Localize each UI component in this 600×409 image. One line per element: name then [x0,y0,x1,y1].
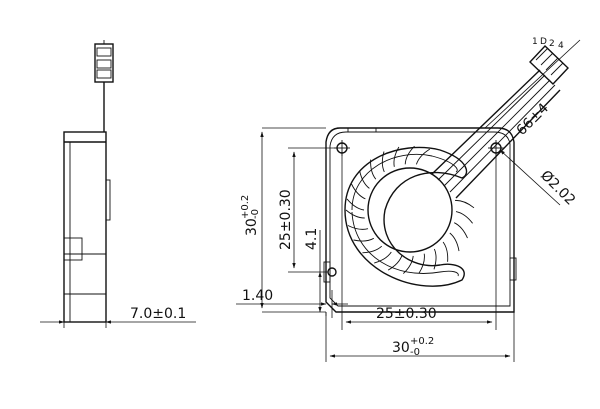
overall-height-tol-plus: +0.2 [240,195,251,219]
impeller-blade [454,222,468,239]
impeller-blades [345,145,475,274]
front-view: 1 D 2 4 66±4 Ø2.02 30 +0.2 -0 [236,37,581,362]
overall-width-dimension: 30 +0.2 -0 [325,312,515,362]
mount-height-dimension: 25±0.30 [278,147,336,273]
overall-width-tol-minus: -0 [410,347,420,358]
fan-impeller [344,145,475,287]
impeller-blade [402,255,414,274]
impeller-blade [346,198,365,211]
mount-width-label: 25±0.30 [376,306,437,322]
impeller-blade [415,148,431,165]
ribbon-cable [431,69,561,199]
impeller-blade [442,241,449,262]
cable-connector [529,45,569,85]
impeller-blade [370,159,377,180]
side-view: 7.0±0.1 [40,40,196,328]
side-thickness-dimension: 7.0±0.1 [40,306,196,328]
impeller-blade [345,209,365,219]
pin-2: 2 [549,39,555,49]
impeller-hub [367,167,453,253]
mount-height-label: 25±0.30 [278,189,294,250]
overall-height-dimension: 30 +0.2 -0 [240,127,326,313]
offset-horizontal-label: 1.40 [242,288,273,304]
impeller-blade [353,237,375,242]
impeller-blade [393,146,400,167]
impeller-blade [418,253,425,274]
mounting-hole-bottom-left [327,267,337,277]
pin-numbers: 1 D 2 4 [532,37,564,51]
offset-vertical-label: 4.1 [304,228,320,250]
mount-width-dimension: 25±0.30 [341,152,497,330]
offset-horizontal-dimension: 1.40 [236,288,348,318]
overall-width-tol-plus: +0.2 [410,336,434,347]
impeller-blade [454,199,475,209]
cable-length-label: 66±4 [514,100,553,139]
side-connector [94,40,114,83]
impeller-blade [404,145,415,165]
cable-length-dimension: 66±4 [484,39,581,139]
pin-d: D [540,37,547,47]
impeller-blade [433,248,437,270]
impeller-blade [381,151,385,173]
impeller-blade [362,245,383,254]
offset-vertical-dimension: 4.1 [304,228,322,313]
pin-1: 1 [532,37,538,47]
side-thickness-label: 7.0±0.1 [130,306,186,322]
impeller-blade [455,211,473,224]
impeller-blade [374,251,392,264]
overall-height-value: 30 [244,218,260,236]
impeller-blade [347,225,369,230]
impeller-blade [359,170,370,189]
hole-diameter-callout: Ø2.02 [499,149,578,209]
overall-height-tol-minus: -0 [250,209,261,219]
impeller-blade [449,232,460,252]
overall-width-value: 30 [392,340,410,356]
impeller-blade [387,255,403,271]
pin-4: 4 [558,41,564,51]
side-body [63,131,111,323]
impeller-blade [351,183,366,200]
